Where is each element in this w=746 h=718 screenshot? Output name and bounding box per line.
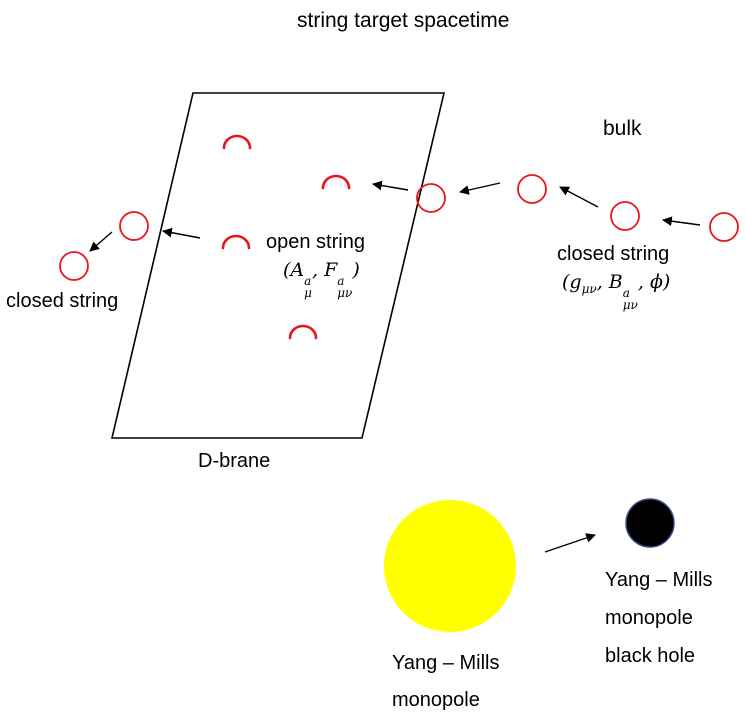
field-strength-symbol: F bbox=[324, 259, 338, 281]
b-field-symbol: B bbox=[608, 271, 623, 293]
open-string-label: open string bbox=[266, 231, 365, 253]
field-strength-sup: a bbox=[337, 273, 345, 288]
closed-string-circle bbox=[416, 183, 446, 213]
yang-mills-monopole-disk bbox=[384, 500, 516, 632]
flow-arrow bbox=[89, 231, 113, 252]
dilaton-symbol: ϕ bbox=[649, 271, 663, 293]
bulk-label: bulk bbox=[603, 117, 642, 140]
open-string-arc bbox=[321, 174, 351, 190]
closed-string-left-label: closed string bbox=[6, 290, 119, 312]
flow-arrow bbox=[662, 216, 701, 227]
open-string-arc bbox=[288, 324, 318, 340]
closed-string-circle bbox=[59, 251, 89, 281]
closed-string-circle bbox=[709, 212, 739, 242]
flow-arrow bbox=[162, 227, 201, 239]
monopole-label-line2: monopole bbox=[392, 689, 480, 711]
monopole-label-line1: Yang – Mills bbox=[392, 652, 500, 674]
black-hole-label-line2: monopole bbox=[605, 607, 693, 629]
b-field-sup: a bbox=[622, 285, 630, 300]
gauge-field-sup: a bbox=[304, 273, 312, 288]
flow-arrow bbox=[559, 186, 599, 208]
d-brane-label: D-brane bbox=[198, 450, 271, 472]
closed-string-circle bbox=[517, 174, 547, 204]
b-field-sub: μν bbox=[622, 298, 638, 313]
d-brane-shape bbox=[110, 92, 446, 439]
black-hole-label-line1: Yang – Mills bbox=[605, 569, 713, 591]
flow-arrow bbox=[544, 533, 596, 553]
black-hole-disk bbox=[625, 498, 675, 548]
metric-symbol: g bbox=[569, 271, 582, 293]
gauge-field-symbol: A bbox=[290, 259, 305, 281]
open-string-arc bbox=[222, 134, 252, 150]
closed-string-right-label: closed string bbox=[557, 243, 670, 265]
field-strength-sub: μν bbox=[337, 286, 353, 301]
metric-sub: μν bbox=[581, 281, 597, 296]
closed-string-circle bbox=[119, 211, 149, 241]
diagram-title: string target spacetime bbox=[297, 9, 510, 32]
closed-string-circle bbox=[610, 201, 640, 231]
flow-arrow bbox=[372, 180, 409, 191]
flow-arrow bbox=[459, 182, 501, 195]
black-hole-label-line3: black hole bbox=[605, 645, 696, 667]
open-string-arc bbox=[221, 234, 251, 250]
gauge-field-sub: μ bbox=[304, 286, 312, 301]
